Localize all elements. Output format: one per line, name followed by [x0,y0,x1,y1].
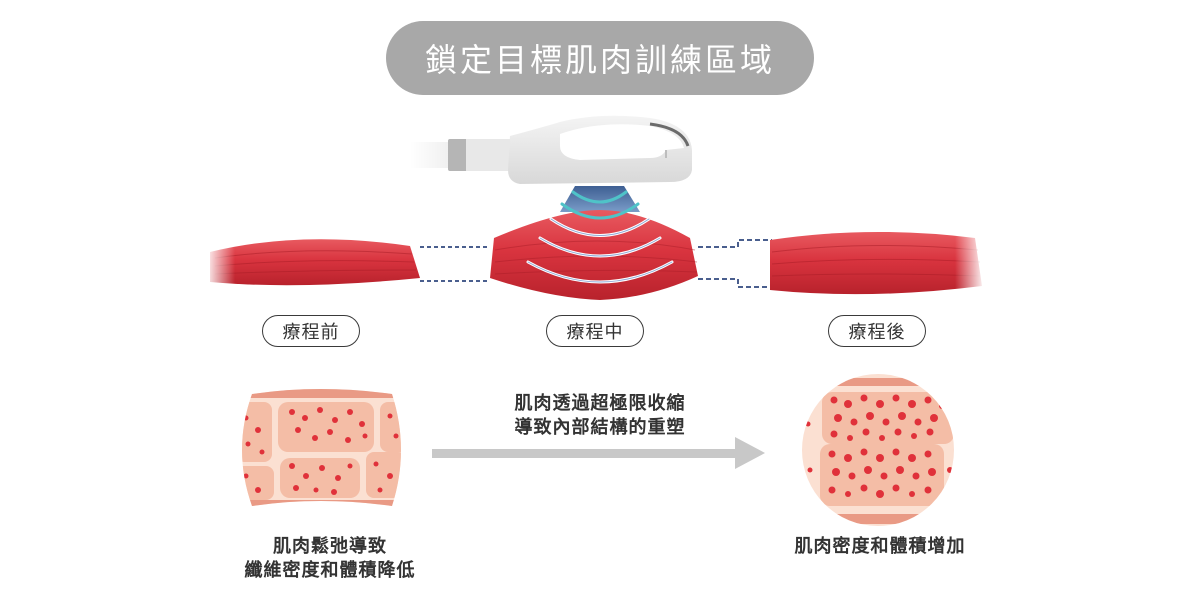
stage-before-text: 療程前 [282,322,340,343]
muscle-before-icon [205,228,420,288]
title-text: 鎖定目標肌肉訓練區域 [424,41,775,79]
connector-lines-left [420,246,488,282]
after-caption: 肌肉密度和體積增加 [750,535,1010,559]
tissue-before-icon [242,389,401,506]
title-banner: 鎖定目標肌肉訓練區域 [386,21,814,95]
stage-during-text: 療程中 [566,322,624,343]
before-line-1: 肌肉鬆弛導致 [273,536,387,557]
after-line-1: 肌肉密度和體積增加 [794,536,966,557]
process-line-1: 肌肉透過超極限收縮 [514,393,686,414]
tissue-after-icon [802,374,954,526]
stage-during-label: 療程中 [546,315,644,347]
energy-waves-icon [526,190,674,284]
stage-before-label: 療程前 [262,315,360,347]
before-caption: 肌肉鬆弛導致 纖維密度和體積降低 [200,535,460,583]
before-line-2: 纖維密度和體積降低 [244,560,416,581]
muscle-after-icon [770,225,985,295]
connector-lines-right [698,239,772,288]
process-arrow-icon [432,437,765,469]
process-description: 肌肉透過超極限收縮 導致內部結構的重塑 [440,392,760,440]
applicator-tip-icon [560,186,640,212]
stage-after-label: 療程後 [828,315,926,347]
stage-after-text: 療程後 [848,322,906,343]
process-line-2: 導致內部結構的重塑 [514,417,686,438]
applicator-icon [410,115,692,184]
